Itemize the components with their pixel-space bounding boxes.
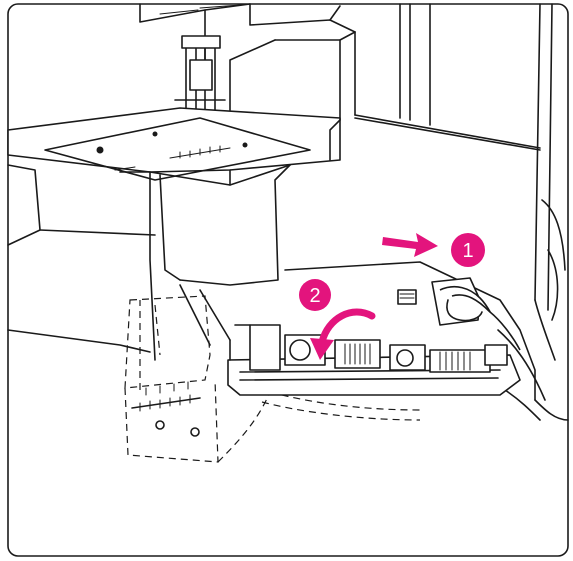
front-cover-open (124, 295, 421, 463)
step-2-label: 2 (309, 285, 320, 307)
step-1-badge: 1 (451, 233, 485, 267)
step-1-label: 1 (462, 240, 473, 262)
frame-border (7, 3, 569, 557)
looper-mechanism (227, 324, 521, 396)
machine-body (7, 119, 341, 361)
step-2-badge: 2 (299, 279, 331, 311)
step-1-arrow (382, 233, 438, 257)
latch-slot (397, 289, 417, 305)
hand-pressing-button (431, 277, 546, 401)
needle-plate (7, 107, 341, 186)
upper-housing (139, 3, 553, 311)
right-housing (284, 199, 569, 421)
step-2-arrow (310, 308, 376, 360)
